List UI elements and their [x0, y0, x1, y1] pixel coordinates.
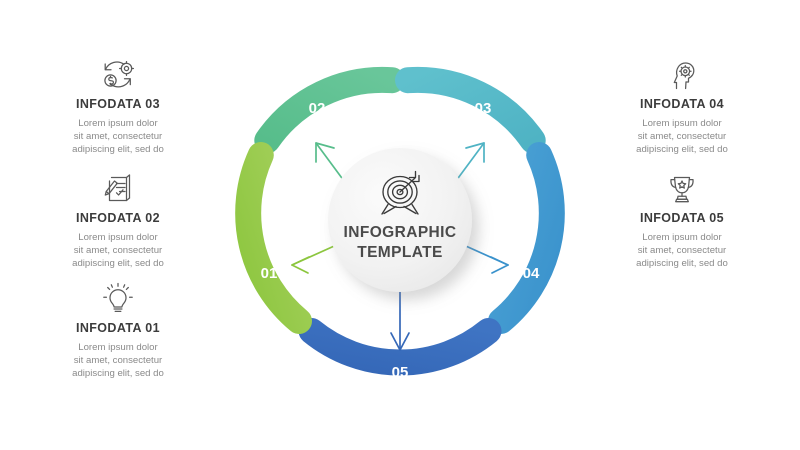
info-block-infodata-01[interactable]: INFODATA 01 Lorem ipsum dolor sit amet, … — [28, 282, 208, 380]
center-title-line2: TEMPLATE — [357, 244, 443, 261]
info-block-description: Lorem ipsum dolor sit amet, consectetur … — [28, 341, 208, 381]
desc-line-1: Lorem ipsum dolor — [78, 341, 158, 353]
desc-line-3: adipiscing elit, sed do — [72, 144, 164, 156]
info-block-description: Lorem ipsum dolor sit amet, consectetur … — [592, 117, 772, 157]
donut-cycle-chart: INFOGRAPHIC TEMPLATE 02 03 04 05 01 — [235, 66, 565, 381]
segment-number-02: 02 — [309, 100, 326, 117]
info-block-infodata-04[interactable]: INFODATA 04 Lorem ipsum dolor sit amet, … — [592, 58, 772, 156]
segment-number-03: 03 — [475, 100, 492, 117]
desc-line-2: sit amet, consectetur — [637, 130, 727, 142]
info-block-title: INFODATA 04 — [639, 97, 725, 111]
desc-line-2: sit amet, consectetur — [73, 130, 163, 142]
desc-line-2: sit amet, consectetur — [637, 244, 727, 256]
segment-arc-04[interactable] — [488, 142, 565, 334]
desc-line-1: Lorem ipsum dolor — [642, 117, 722, 129]
segment-number-01: 01 — [261, 265, 278, 282]
info-block-title: INFODATA 05 — [639, 211, 725, 225]
desc-line-1: Lorem ipsum dolor — [78, 117, 158, 129]
clipboard-pencil-icon — [104, 174, 131, 202]
trophy-icon — [670, 176, 694, 203]
segment-arc-05[interactable] — [298, 318, 502, 376]
target-dartboard-icon — [381, 170, 420, 215]
info-block-description: Lorem ipsum dolor sit amet, consectetur … — [28, 117, 208, 157]
segment-arc-02[interactable] — [254, 66, 405, 154]
segment-arc-01[interactable] — [235, 142, 312, 334]
desc-line-2: sit amet, consectetur — [73, 354, 163, 366]
segment-number-05: 05 — [392, 364, 409, 381]
desc-line-2: sit amet, consectetur — [73, 244, 163, 256]
desc-line-3: adipiscing elit, sed do — [636, 258, 728, 270]
info-block-title: INFODATA 02 — [75, 211, 161, 225]
desc-line-3: adipiscing elit, sed do — [72, 258, 164, 270]
info-block-infodata-02[interactable]: INFODATA 02 Lorem ipsum dolor sit amet, … — [28, 172, 208, 270]
info-block-description: Lorem ipsum dolor sit amet, consectetur … — [592, 231, 772, 271]
lightbulb-icon — [103, 282, 133, 313]
info-block-infodata-03[interactable]: INFODATA 03 Lorem ipsum dolor sit amet, … — [28, 58, 208, 156]
desc-line-3: adipiscing elit, sed do — [636, 144, 728, 156]
head-gear-thinking-icon — [673, 62, 695, 90]
info-block-title: INFODATA 01 — [75, 321, 161, 335]
info-block-infodata-05[interactable]: INFODATA 05 Lorem ipsum dolor sit amet, … — [592, 172, 772, 270]
info-block-title: INFODATA 03 — [75, 97, 161, 111]
desc-line-1: Lorem ipsum dolor — [78, 231, 158, 243]
info-block-description: Lorem ipsum dolor sit amet, consectetur … — [28, 231, 208, 271]
desc-line-1: Lorem ipsum dolor — [642, 231, 722, 243]
money-gear-cycle-icon — [104, 60, 135, 88]
center-circle[interactable] — [328, 148, 472, 292]
segment-number-04: 04 — [523, 265, 540, 282]
center-title-line1: INFOGRAPHIC — [344, 224, 457, 241]
segment-arc-03[interactable] — [395, 66, 546, 154]
desc-line-3: adipiscing elit, sed do — [72, 368, 164, 380]
